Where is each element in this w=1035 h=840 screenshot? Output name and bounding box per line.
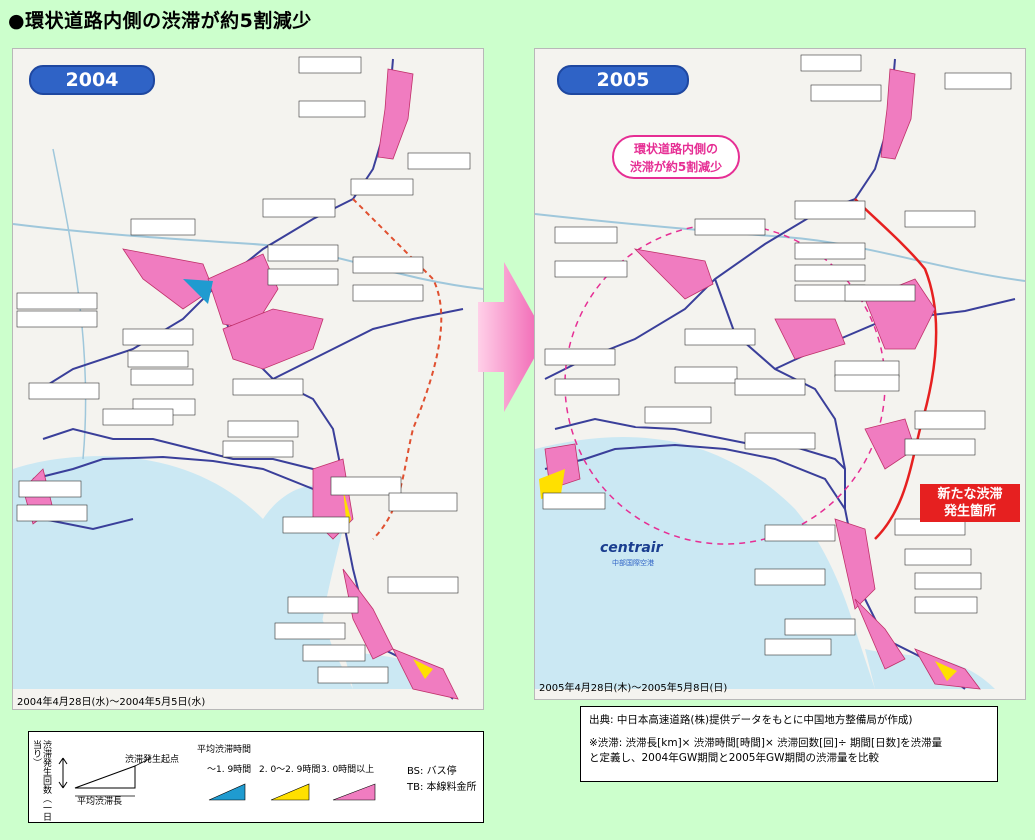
new-congestion-callout: 新たな渋滞 発生箇所 [920, 484, 1020, 522]
swatch-mid [270, 783, 310, 801]
legend-color-swatches [208, 783, 376, 801]
legend-time-1: 〜1. 9時間 [207, 765, 252, 775]
legend-start-label: 渋滞発生起点 [125, 755, 180, 765]
map-2005: 2005 2005年4月28日(木)〜2005年5月8日(日) [534, 48, 1026, 700]
arrow-icon [478, 262, 548, 416]
legend-triangle-diagram [58, 757, 152, 797]
circle-annotation: 環状道路内側の 渋滞が約5割減少 [612, 135, 740, 179]
legend-avg-length: 平均渋滞長 [77, 797, 123, 807]
map-2005-canvas [535, 49, 1025, 699]
legend-time-header: 平均渋滞時間 [197, 745, 252, 755]
legend-vertical-label: 渋滞発生回数（一日当り） [31, 740, 51, 821]
centrair-logo: centrair [600, 540, 663, 556]
definition-line-1: ※渋滞: 渋滞長[km]× 渋滞時間[時間]× 渋滞回数[回]÷ 期間[日数]を… [589, 737, 943, 749]
map-2004: 2004 2004年4月28日(水)〜2004年5月5日(水) [12, 48, 484, 710]
page-title: ●環状道路内側の渋滞が約5割減少 [8, 10, 312, 32]
legend-bs: BS: バス停 [407, 766, 457, 777]
source-note: 出典: 中日本高速道路(株)提供データをもとに中国地方整備局が作成) ※渋滞: … [580, 706, 998, 782]
year-badge-2004: 2004 [29, 65, 155, 95]
circle-annotation-text: 環状道路内側の 渋滞が約5割減少 [629, 142, 723, 174]
year-badge-2005: 2005 [557, 65, 689, 95]
source-line: 出典: 中日本高速道路(株)提供データをもとに中国地方整備局が作成) [589, 714, 913, 726]
legend-time-3: 3. 0時間以上 [321, 765, 375, 775]
definition-line-2: と定義し、2004年GW期間と2005年GW期間の渋滞量を比較 [589, 752, 879, 764]
swatch-short [208, 783, 246, 801]
period-2004: 2004年4月28日(水)〜2004年5月5日(水) [17, 697, 206, 708]
new-congestion-text: 新たな渋滞 発生箇所 [937, 487, 1003, 519]
map-2004-canvas [13, 49, 483, 709]
legend: 渋滞発生回数（一日当り） 渋滞発生起点 平均渋滞長 平均渋滞時間 〜1. 9時間… [28, 731, 484, 823]
legend-tb: TB: 本線料金所 [407, 782, 477, 793]
swatch-long [332, 783, 376, 801]
period-2005: 2005年4月28日(木)〜2005年5月8日(日) [539, 683, 728, 694]
centrair-subtitle: 中部国際空港 [612, 559, 654, 567]
legend-time-2: 2. 0〜2. 9時間 [259, 765, 321, 775]
